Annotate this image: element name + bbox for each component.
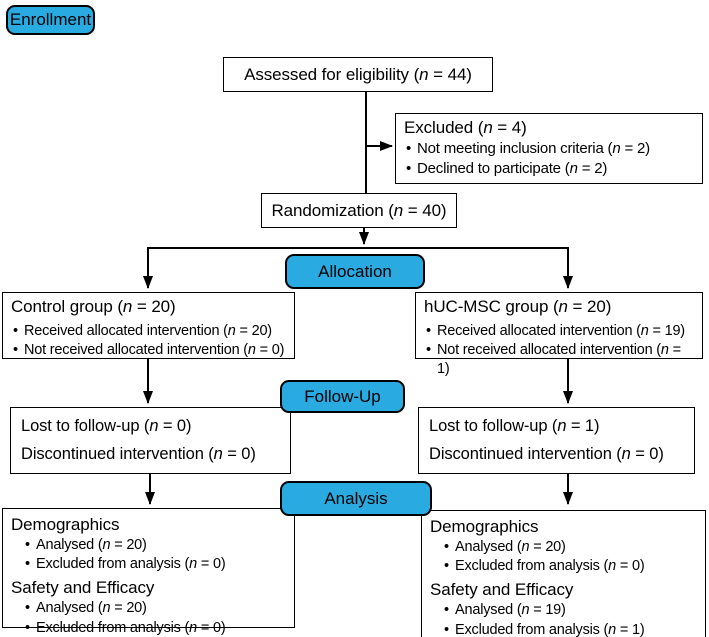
control-group-bullet: Received allocated intervention (n = 20) xyxy=(11,322,286,341)
analysis-right-section-title: Demographics xyxy=(430,517,539,536)
randomization-text: Randomization (n = 40) xyxy=(271,200,447,220)
analysis-right-bullet: Excluded from analysis (n = 0) xyxy=(442,557,697,576)
followup-badge: Follow-Up xyxy=(280,380,405,413)
analysis-right-bullet: Excluded from analysis (n = 1) xyxy=(442,621,697,637)
assessed-box: Assessed for eligibility (n = 44) xyxy=(223,57,493,92)
analysis-left-bullet: Analysed (n = 20) xyxy=(23,536,286,555)
allocation-badge-label: Allocation xyxy=(318,261,392,281)
analysis-left-section-title: Safety and Efficacy xyxy=(11,578,155,598)
excluded-box: Excluded (n = 4) Not meeting inclusion c… xyxy=(395,113,703,184)
analysis-left-bullet: Excluded from analysis (n = 0) xyxy=(23,619,286,637)
followup-right-box: Lost to follow-up (n = 1) Discontinued i… xyxy=(418,407,695,474)
analysis-badge-label: Analysis xyxy=(324,488,388,508)
analysis-badge: Analysis xyxy=(280,481,432,516)
randomization-box: Randomization (n = 40) xyxy=(261,193,457,228)
followup-left-line: Discontinued intervention (n = 0) xyxy=(21,445,256,464)
followup-right-line: Discontinued intervention (n = 0) xyxy=(429,445,664,464)
analysis-right-section-title: Safety and Efficacy xyxy=(430,580,574,600)
hucmsc-group-title: hUC-MSC group (n = 20) xyxy=(424,297,612,316)
allocation-badge: Allocation xyxy=(285,254,425,289)
analysis-left-box: Demographics Analysed (n = 20) Excluded … xyxy=(2,508,295,637)
control-group-title: Control group (n = 20) xyxy=(11,297,176,316)
excluded-bullet: Declined to participate (n = 2) xyxy=(404,159,694,179)
analysis-left-section-title: Demographics xyxy=(11,515,120,534)
followup-left-box: Lost to follow-up (n = 0) Discontinued i… xyxy=(10,407,291,474)
analysis-right-box: Demographics Analysed (n = 20) Excluded … xyxy=(421,510,706,637)
analysis-right-bullet: Analysed (n = 20) xyxy=(442,538,697,557)
analysis-left-bullet: Excluded from analysis (n = 0) xyxy=(23,555,286,574)
control-group-box: Control group (n = 20) Received allocate… xyxy=(2,292,295,360)
control-group-bullet: Not received allocated intervention (n =… xyxy=(11,341,286,360)
enrollment-badge: Enrollment xyxy=(6,5,95,35)
followup-left-line: Lost to follow-up (n = 0) xyxy=(21,416,192,435)
hucmsc-group-bullet: Received allocated intervention (n = 19) xyxy=(424,322,694,341)
excluded-bullet: Not meeting inclusion criteria (n = 2) xyxy=(404,139,694,159)
hucmsc-group-box: hUC-MSC group (n = 20) Received allocate… xyxy=(415,292,703,377)
enrollment-badge-label: Enrollment xyxy=(9,10,92,29)
followup-right-line: Lost to follow-up (n = 1) xyxy=(429,416,600,435)
hucmsc-group-bullet: Not received allocated intervention (n =… xyxy=(424,341,694,379)
analysis-right-bullet: Analysed (n = 19) xyxy=(442,601,697,620)
assessed-text: Assessed for eligibility (n = 44) xyxy=(244,64,472,84)
followup-badge-label: Follow-Up xyxy=(304,386,381,406)
excluded-title: Excluded (n = 4) xyxy=(404,118,527,137)
analysis-left-bullet: Analysed (n = 20) xyxy=(23,599,286,618)
